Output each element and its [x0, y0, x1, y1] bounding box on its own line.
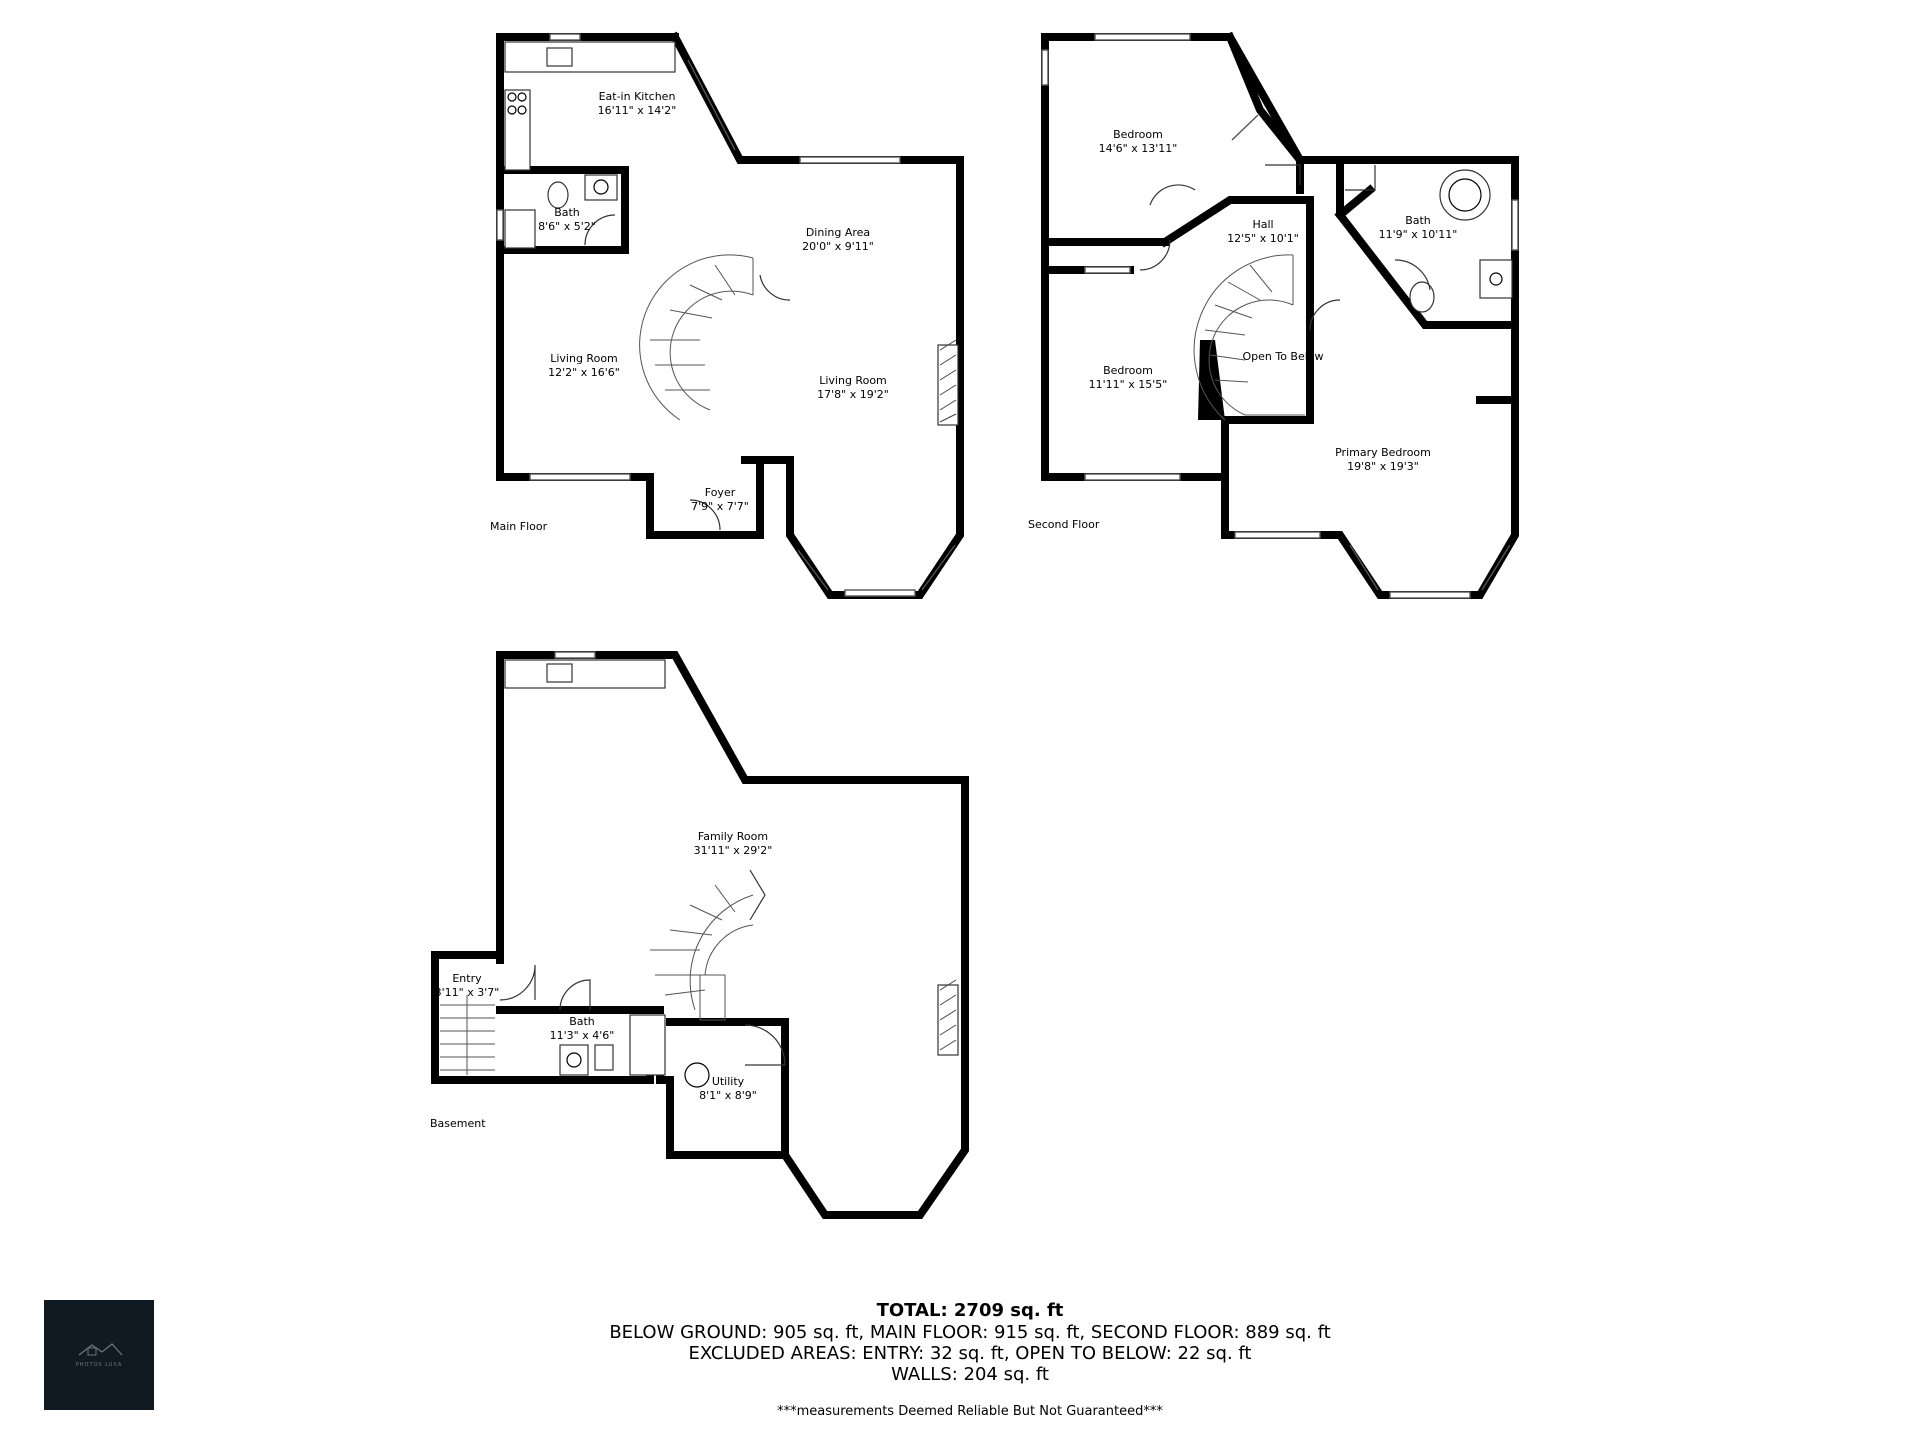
- logo-text: PHOTOS LUXA: [75, 1362, 123, 1368]
- second-floor-plan: [1041, 31, 1519, 599]
- second-floor-label: Second Floor: [1028, 518, 1100, 531]
- room-name: Entry: [452, 972, 482, 985]
- room-name: Hall: [1252, 218, 1273, 231]
- room-dims: 3'11" x 3'7": [435, 986, 500, 999]
- basement-plan: [431, 651, 969, 1219]
- room-name: Bath: [569, 1015, 595, 1028]
- logo-house-icon: [78, 1343, 123, 1356]
- room-name: Primary Bedroom: [1335, 446, 1431, 459]
- main-floor-plan: [496, 31, 964, 599]
- summary-walls: WALLS: 204 sq. ft: [891, 1364, 1049, 1385]
- summary-floor-areas: BELOW GROUND: 905 sq. ft, MAIN FLOOR: 91…: [609, 1322, 1331, 1343]
- room-name: Family Room: [698, 830, 768, 843]
- room-name: Bedroom: [1103, 364, 1153, 377]
- room-name: Dining Area: [806, 226, 870, 239]
- room-dims: 16'11" x 14'2": [598, 104, 677, 117]
- room-name: Bedroom: [1113, 128, 1163, 141]
- main-floor-label: Main Floor: [490, 520, 548, 533]
- disclaimer-note: ***measurements Deemed Reliable But Not …: [777, 1404, 1163, 1419]
- room-dims: 14'6" x 13'11": [1099, 142, 1178, 155]
- room-dims: 8'1" x 8'9": [699, 1089, 757, 1102]
- room-name: Foyer: [705, 486, 736, 499]
- company-logo: PHOTOS LUXA: [44, 1300, 154, 1410]
- room-name: Utility: [712, 1075, 745, 1088]
- basement-label: Basement: [430, 1117, 486, 1130]
- room-name: Bath: [554, 206, 580, 219]
- room-dims: 8'6" x 5'2": [538, 220, 596, 233]
- room-dims: 17'8" x 19'2": [817, 388, 889, 401]
- room-dims: 11'9" x 10'11": [1379, 228, 1458, 241]
- room-dims: 11'11" x 15'5": [1089, 378, 1168, 391]
- room-name: Bath: [1405, 214, 1431, 227]
- room-name: Living Room: [550, 352, 618, 365]
- room-dims: 12'2" x 16'6": [548, 366, 620, 379]
- summary-total: TOTAL: 2709 sq. ft: [876, 1300, 1064, 1321]
- room-dims: 12'5" x 10'1": [1227, 232, 1299, 245]
- room-name: Eat-in Kitchen: [599, 90, 676, 103]
- room-dims: 19'8" x 19'3": [1347, 460, 1419, 473]
- room-dims: 7'9" x 7'7": [691, 500, 749, 513]
- room-dims: 31'11" x 29'2": [694, 844, 773, 857]
- room-name: Open To Below: [1242, 350, 1323, 363]
- summary-excluded-areas: EXCLUDED AREAS: ENTRY: 32 sq. ft, OPEN T…: [688, 1343, 1252, 1364]
- room-name: Living Room: [819, 374, 887, 387]
- room-dims: 20'0" x 9'11": [802, 240, 874, 253]
- room-dims: 11'3" x 4'6": [550, 1029, 615, 1042]
